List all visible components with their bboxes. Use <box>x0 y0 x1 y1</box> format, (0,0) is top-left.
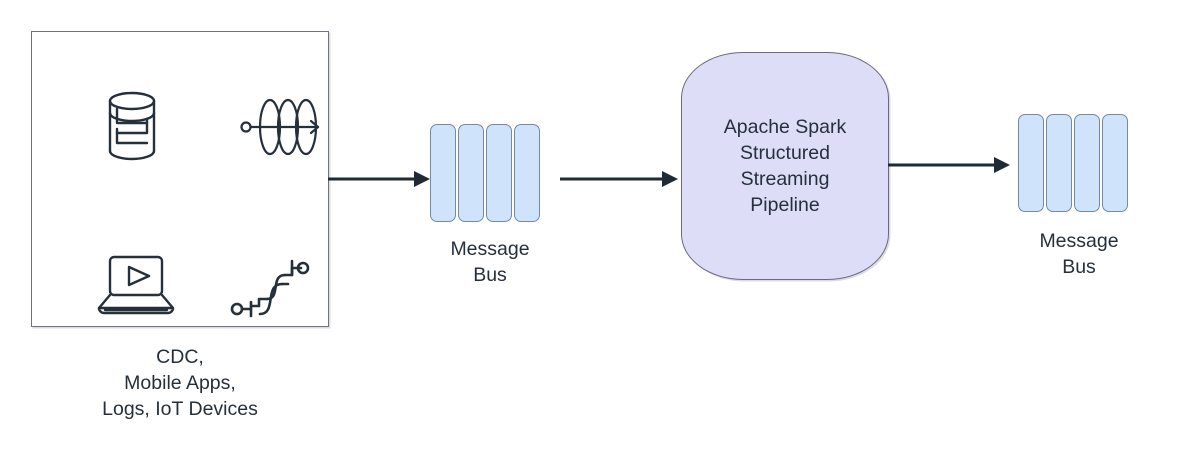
message-bus-segment <box>458 124 484 222</box>
spark-streaming-pipeline-node: Apache Spark Structured Streaming Pipeli… <box>681 52 889 280</box>
circuit-iot-icon <box>230 254 310 329</box>
arrow-spark-to-bus <box>888 152 1012 183</box>
message-bus-right-label: Message Bus <box>1039 230 1119 278</box>
message-bus-segment <box>1074 114 1100 212</box>
message-bus-left <box>430 124 540 222</box>
message-bus-segment <box>1046 114 1072 212</box>
arrow-bus-to-spark <box>560 166 680 197</box>
source-group-caption: CDC, Mobile Apps, Logs, IoT Devices <box>102 346 258 420</box>
message-bus-left-label: Message Bus <box>450 238 530 286</box>
message-bus-segment <box>430 124 456 222</box>
laptop-play-icon <box>95 254 177 321</box>
data-stream-icon <box>240 94 324 165</box>
message-bus-segment <box>486 124 512 222</box>
database-cdc-icon <box>99 89 165 168</box>
message-bus-segment <box>1102 114 1128 212</box>
message-bus-right <box>1018 114 1128 212</box>
source-systems-group-box <box>31 31 329 327</box>
message-bus-segment <box>514 124 540 222</box>
spark-pipeline-label: Apache Spark Structured Streaming Pipeli… <box>723 116 847 216</box>
arrow-sources-to-bus <box>328 166 432 197</box>
message-bus-segment <box>1018 114 1044 212</box>
